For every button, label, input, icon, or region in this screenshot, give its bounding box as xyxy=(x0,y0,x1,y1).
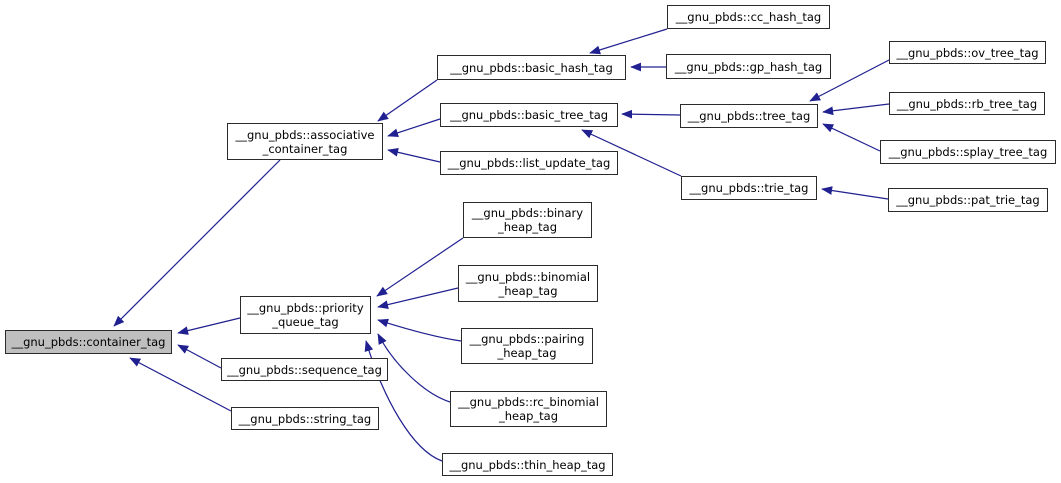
edge-pairing-heap-tag-to-priority-queue-tag xyxy=(377,318,462,342)
node-cc-hash-tag[interactable]: __gnu_pbds::cc_hash_tag xyxy=(667,5,830,29)
node-thin-heap-tag[interactable]: __gnu_pbds::thin_heap_tag xyxy=(442,453,613,476)
node-splay-tree-tag[interactable]: __gnu_pbds::splay_tree_tag xyxy=(880,140,1056,164)
edge-rb-tree-tag-to-tree-tag xyxy=(822,103,890,116)
edge-binomial-heap-tag-to-priority-queue-tag xyxy=(377,287,459,309)
node-associative-container-tag[interactable]: __gnu_pbds::associative _container_tag xyxy=(227,123,383,160)
edge-binary-heap-tag-to-priority-queue-tag xyxy=(376,237,464,297)
node-pairing-heap-tag[interactable]: __gnu_pbds::pairing _heap_tag xyxy=(461,328,593,364)
edge-basic-tree-tag-to-associative-container-tag xyxy=(387,118,441,138)
node-rb-tree-tag[interactable]: __gnu_pbds::rb_tree_tag xyxy=(889,92,1045,115)
node-basic-hash-tag[interactable]: __gnu_pbds::basic_hash_tag xyxy=(437,55,626,80)
edge-sequence-tag-to-container-tag xyxy=(177,344,222,369)
node-ov-tree-tag[interactable]: __gnu_pbds::ov_tree_tag xyxy=(889,41,1046,64)
node-rc-binomial-heap-tag[interactable]: __gnu_pbds::rc_binomial _heap_tag xyxy=(450,391,607,427)
node-priority-queue-tag[interactable]: __gnu_pbds::priority _queue_tag xyxy=(240,296,371,334)
node-trie-tag[interactable]: __gnu_pbds::trie_tag xyxy=(681,176,817,200)
node-container-tag: __gnu_pbds::container_tag xyxy=(5,330,172,354)
edge-tree-tag-to-basic-tree-tag xyxy=(621,109,681,119)
edge-string-tag-to-container-tag xyxy=(129,357,232,412)
node-gp-hash-tag[interactable]: __gnu_pbds::gp_hash_tag xyxy=(666,54,831,79)
edge-list-update-tag-to-associative-container-tag xyxy=(387,147,441,163)
node-list-update-tag[interactable]: __gnu_pbds::list_update_tag xyxy=(440,151,618,175)
node-string-tag[interactable]: __gnu_pbds::string_tag xyxy=(231,407,379,430)
node-tree-tag[interactable]: __gnu_pbds::tree_tag xyxy=(680,104,818,128)
edge-pat-trie-tag-to-trie-tag xyxy=(821,186,889,200)
edge-basic-hash-tag-to-associative-container-tag xyxy=(377,79,438,122)
node-binary-heap-tag[interactable]: __gnu_pbds::binary _heap_tag xyxy=(463,202,592,238)
edge-cc-hash-tag-to-basic-hash-tag xyxy=(589,28,668,55)
node-binomial-heap-tag[interactable]: __gnu_pbds::binomial _heap_tag xyxy=(458,265,598,302)
edge-priority-queue-tag-to-container-tag xyxy=(177,317,241,335)
node-pat-trie-tag[interactable]: __gnu_pbds::pat_trie_tag xyxy=(888,188,1048,212)
edge-splay-tree-tag-to-tree-tag xyxy=(822,123,881,152)
edge-rc-binomial-heap-tag-to-priority-queue-tag xyxy=(377,333,451,403)
node-sequence-tag[interactable]: __gnu_pbds::sequence_tag xyxy=(221,358,388,381)
node-basic-tree-tag[interactable]: __gnu_pbds::basic_tree_tag xyxy=(440,103,618,127)
